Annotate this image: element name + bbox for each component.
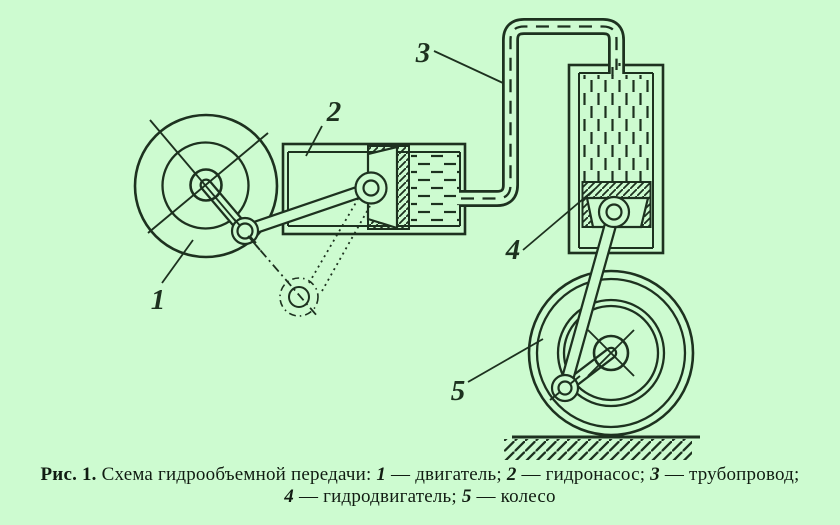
leader-1 (161, 239, 194, 284)
label-hydromotor: 4 (505, 234, 521, 266)
label-wheel: 5 (451, 375, 466, 407)
motor-fluid (582, 75, 651, 182)
wheel-hub (592, 334, 630, 372)
caption-prefix: Рис. 1. (40, 464, 97, 485)
crank-mechanism (147, 119, 388, 251)
leader-5 (467, 338, 544, 383)
pipe (456, 18, 625, 207)
part-labels: 1 2 3 4 5 (151, 37, 521, 407)
wheel-crank-rod (549, 195, 635, 403)
alternate-linkage-position (247, 198, 371, 318)
ground (504, 435, 700, 460)
leader-lines (161, 50, 597, 383)
figure-caption: Рис. 1. Схема гидрообъемной передачи: 1 … (0, 464, 840, 508)
caption-line-2: 4 — гидродвигатель; 5 — колесо (284, 486, 556, 507)
wheel (527, 269, 695, 437)
label-pump: 2 (326, 96, 342, 128)
label-engine: 1 (151, 284, 166, 316)
caption-line-1: Рис. 1. Схема гидрообъемной передачи: 1 … (40, 464, 800, 485)
flywheel-hub (189, 168, 223, 202)
leader-4 (522, 187, 597, 251)
caption-title: Схема гидрообъемной передачи: (101, 464, 372, 485)
flywheel-engine (133, 113, 279, 259)
leader-2 (305, 125, 323, 157)
motor-neck-fluid (611, 63, 623, 76)
leader-3 (433, 50, 504, 84)
label-pipe: 3 (415, 37, 431, 69)
pump-fluid (411, 154, 459, 225)
